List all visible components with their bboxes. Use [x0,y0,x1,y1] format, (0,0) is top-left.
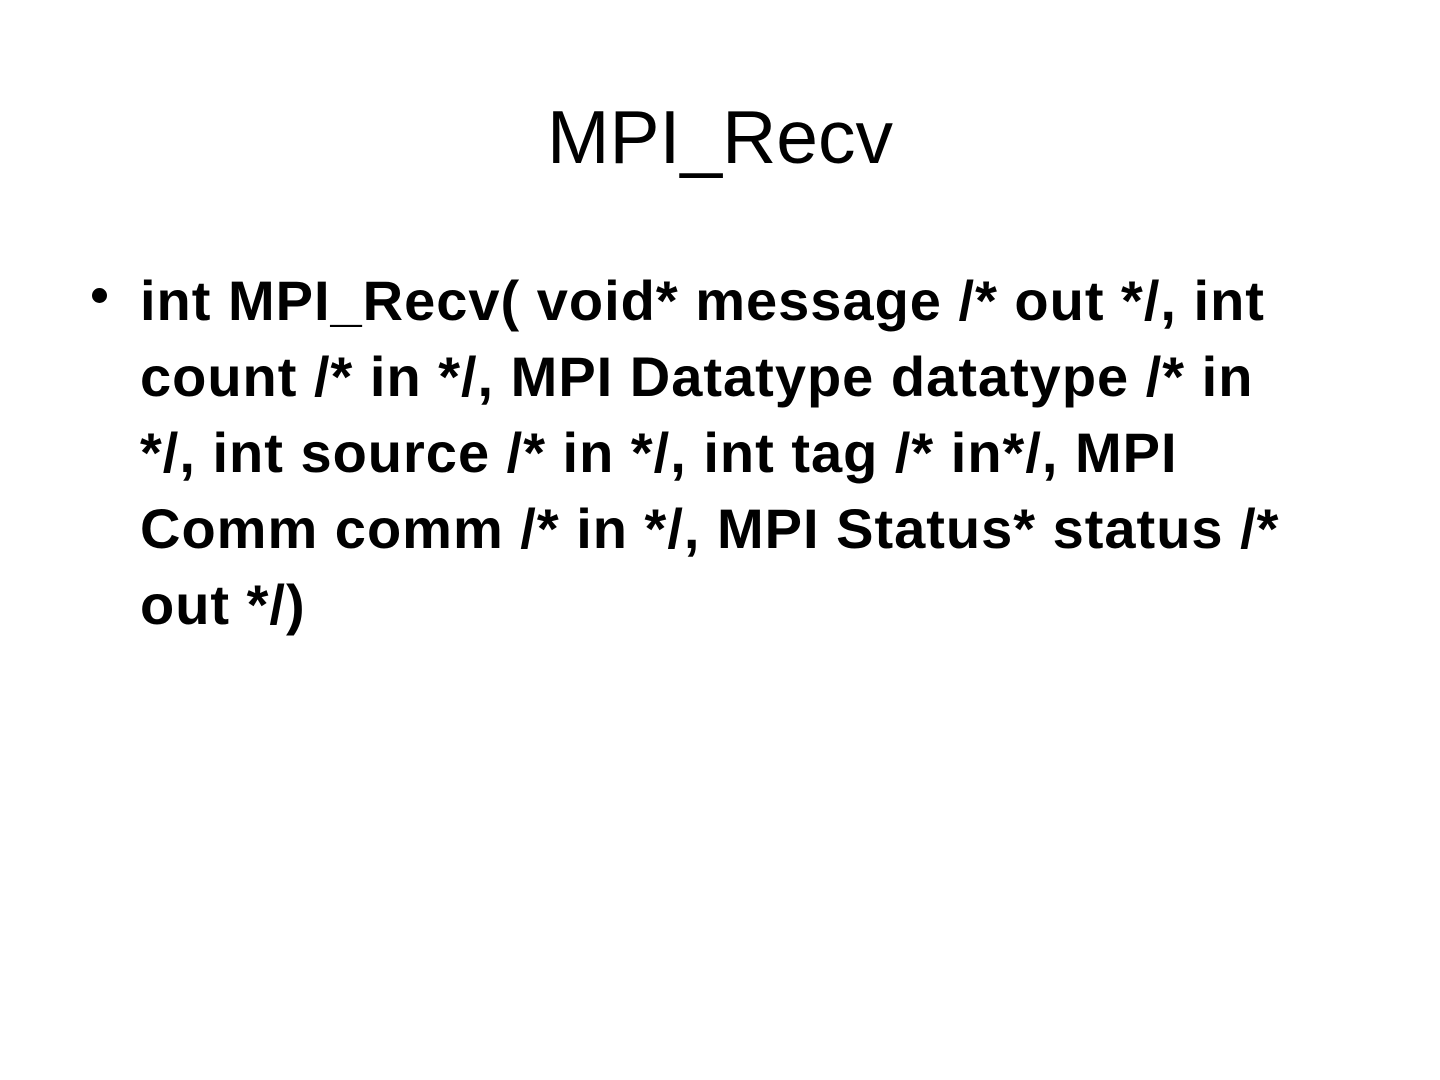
bullet-icon [92,288,107,303]
slide-title: MPI_Recv [547,95,893,179]
slide-body: int MPI_Recv( void* message /* out */, i… [92,263,1400,643]
bullet-text: int MPI_Recv( void* message /* out */, i… [140,269,1280,636]
bullet-item: int MPI_Recv( void* message /* out */, i… [92,263,1400,643]
